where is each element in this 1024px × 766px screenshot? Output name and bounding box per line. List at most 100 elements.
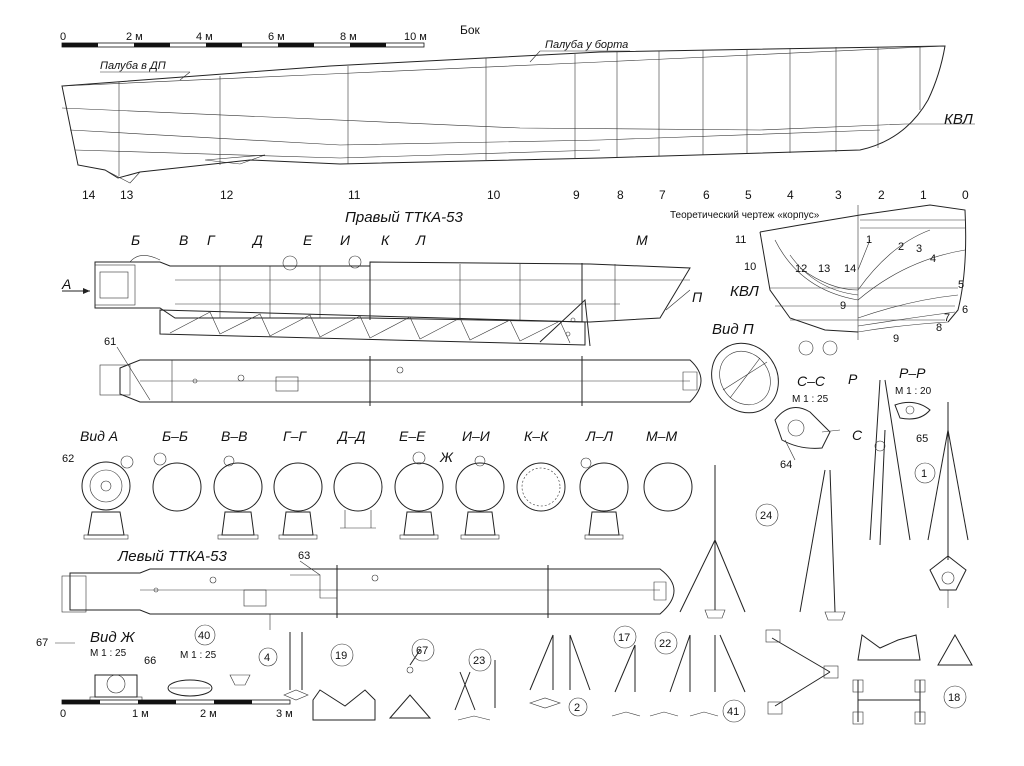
- top-scale-tick-2: 2 м: [126, 31, 143, 43]
- ref-67: 67: [416, 645, 428, 657]
- cc-scale: М 1 : 25: [792, 394, 829, 405]
- left-torpedo-tube: Левый ТТКА-53 63 67: [36, 548, 675, 649]
- station-10: 10: [487, 188, 501, 202]
- ref-66: 66: [144, 655, 156, 667]
- body-num-9a: 9: [840, 300, 846, 312]
- section-mark-e: Е: [303, 232, 313, 248]
- section-mark-g: Г: [207, 232, 216, 248]
- rr-p-mark: Р: [848, 371, 858, 387]
- ref-17: 17: [618, 632, 630, 644]
- section-title-kk: К–К: [524, 428, 549, 444]
- arrow-p-label: П: [692, 289, 703, 305]
- ref-63: 63: [298, 550, 310, 562]
- side-view-title: Бок: [460, 23, 481, 37]
- top-scale-tick-8: 8 м: [340, 31, 357, 43]
- section-title-ii: И–И: [462, 428, 491, 444]
- section-title-dd: Д–Д: [336, 428, 366, 444]
- ref-67-left: 67: [36, 637, 48, 649]
- top-scale-tick-0: 0: [60, 31, 66, 43]
- section-mark-l: Л: [415, 232, 426, 248]
- station-11: 11: [348, 188, 361, 202]
- ref-19: 19: [335, 650, 347, 662]
- arrow-a-label: А: [61, 276, 71, 292]
- body-num-6: 6: [962, 304, 968, 316]
- station-1: 1: [920, 188, 927, 202]
- station-6: 6: [703, 188, 710, 202]
- ref-64: 64: [780, 459, 792, 471]
- deck-centerline-label: Палуба в ДП: [100, 60, 166, 72]
- section-title-ee: Е–Е: [399, 428, 426, 444]
- body-num-2: 2: [898, 241, 904, 253]
- station-3: 3: [835, 188, 842, 202]
- station-0: 0: [962, 188, 969, 202]
- body-num-3: 3: [916, 243, 922, 255]
- section-mark-b: Б: [131, 232, 140, 248]
- ref-40-scale: М 1 : 25: [180, 650, 217, 661]
- ref-65: 65: [916, 433, 928, 445]
- cc-c-mark: С: [852, 427, 863, 443]
- station-8: 8: [617, 188, 624, 202]
- section-mark-i: И: [340, 232, 351, 248]
- ref-18: 18: [948, 692, 960, 704]
- side-waterline-label: КВЛ: [944, 111, 974, 128]
- body-num-4: 4: [930, 253, 936, 265]
- body-plan-title: Теоретический чертеж «корпус»: [670, 210, 820, 221]
- section-r-r: Р–Р М 1 : 20 Р 65 1: [848, 365, 969, 608]
- section-title-gg: Г–Г: [283, 428, 307, 444]
- body-num-5: 5: [958, 279, 964, 291]
- station-4: 4: [787, 188, 794, 202]
- section-mark-d: Д: [251, 232, 263, 248]
- top-scale-bar: 0 2 м 4 м 6 м 8 м 10 м: [60, 31, 427, 48]
- station-9: 9: [573, 188, 580, 202]
- section-title-bb: Б–Б: [162, 428, 188, 444]
- ref-61: 61: [104, 336, 116, 348]
- station-7: 7: [659, 188, 666, 202]
- ref-23: 23: [473, 655, 485, 667]
- sections-row: Вид А Б–Б В–В Г–Г Д–Д Е–Е И–И К–К Л–Л М–…: [62, 428, 693, 540]
- bottom-scale-tick-3: 3 м: [276, 708, 293, 720]
- right-torpedo-tube: Правый ТТКА-53 Б В Г Д Е И К Л М А П: [61, 209, 703, 406]
- section-mark-m: М: [636, 232, 648, 248]
- body-num-11: 11: [735, 234, 746, 246]
- bottom-scale-tick-0: 0: [60, 708, 66, 720]
- body-waterline-label: КВЛ: [730, 283, 760, 300]
- ref-22: 22: [659, 638, 671, 650]
- ref-1: 1: [921, 468, 927, 480]
- section-mark-zh: Ж: [439, 449, 454, 465]
- bottom-scale-tick-1: 1 м: [132, 708, 149, 720]
- station-2: 2: [878, 188, 885, 202]
- view-zh: Вид Ж М 1 : 25 66 40 М 1 : 25: [89, 624, 251, 702]
- ref-62: 62: [62, 453, 74, 465]
- section-title-vv: В–В: [221, 428, 247, 444]
- body-num-1: 1: [866, 234, 872, 246]
- rr-scale: М 1 : 20: [895, 386, 932, 397]
- left-tube-title: Левый ТТКА-53: [117, 548, 228, 565]
- top-scale-tick-10: 10 м: [404, 31, 427, 43]
- station-13: 13: [120, 188, 134, 202]
- ref-40: 40: [198, 630, 210, 642]
- view-p: Вид П: [711, 321, 779, 414]
- section-title-ll: Л–Л: [585, 428, 613, 444]
- station-5: 5: [745, 188, 752, 202]
- body-num-8: 8: [936, 322, 942, 334]
- section-pedestals: [217, 510, 624, 540]
- ref-24: 24: [760, 510, 772, 522]
- section-mark-v: В: [179, 232, 188, 248]
- cc-label: С–С: [797, 373, 826, 389]
- view-zh-label: Вид Ж: [90, 629, 136, 646]
- body-num-7: 7: [944, 312, 950, 324]
- ref-41: 41: [727, 706, 739, 718]
- view-p-label: Вид П: [712, 321, 754, 338]
- body-num-13: 13: [818, 263, 830, 275]
- side-view: Бок Палуба в ДП Палуба у борта КВЛ: [61, 23, 975, 202]
- body-num-10: 10: [744, 261, 756, 273]
- station-14: 14: [82, 188, 96, 202]
- station-12: 12: [220, 188, 234, 202]
- deck-side-label: Палуба у борта: [545, 39, 628, 51]
- side-station-labels: 14 13 12 11 10 9 8 7 6 5 4 3 2 1 0: [82, 188, 969, 202]
- bottom-scale-tick-2: 2 м: [200, 708, 217, 720]
- body-num-12: 12: [795, 263, 807, 275]
- side-station-lines: [118, 46, 921, 176]
